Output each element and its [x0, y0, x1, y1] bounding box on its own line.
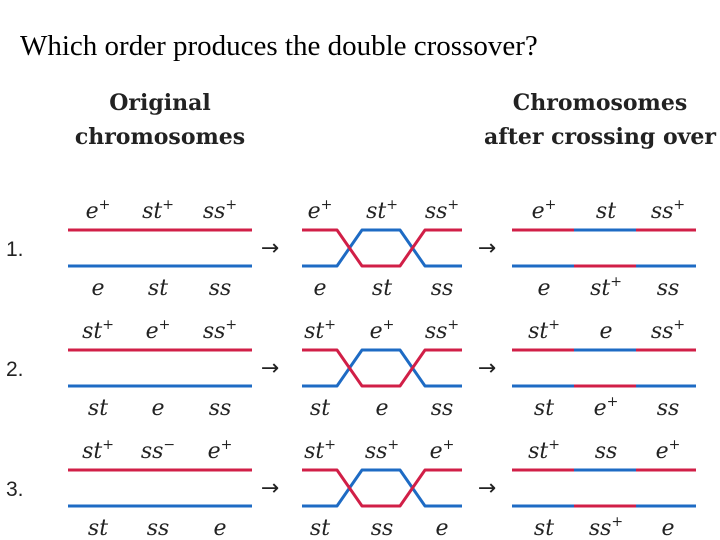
header-original-line2: chromosomes — [74, 124, 246, 150]
row-1-original-top-gene: e+ — [86, 197, 111, 224]
row-2-crossover-top-gene: st+ — [304, 317, 336, 344]
row-2-after-top-gene: st+ — [528, 317, 560, 344]
row-3-original-bottom-gene: st — [88, 516, 108, 540]
row-3-crossover-top-gene: e+ — [430, 437, 455, 464]
row-1-original-top-gene: ss+ — [203, 197, 237, 224]
row-3-after-bottom-gene: st — [534, 516, 554, 540]
row-1-original-bottom-gene: ss — [209, 276, 232, 301]
row-3-arrow-1: → — [261, 476, 279, 501]
row-2-number: 2. — [6, 358, 24, 381]
row-1-crossover-blue-strand — [302, 228, 462, 268]
row-3-original-top-gene: st+ — [82, 437, 114, 464]
row-1-original-bottom-gene: e — [91, 276, 104, 301]
row-3-crossover-red-strand — [302, 468, 462, 508]
row-3-crossover-bottom-gene: ss — [371, 516, 394, 540]
row-1-number: 1. — [6, 238, 24, 261]
header-original-line1: Original — [109, 90, 211, 116]
row-1-crossover-bottom-gene: st — [372, 276, 392, 301]
row-3-original-bottom-gene: ss — [147, 516, 170, 540]
row-3-crossover-top-gene: st+ — [304, 437, 336, 464]
row-1-arrow-2: → — [478, 236, 496, 261]
row-2-after-bottom-gene: ss — [657, 396, 680, 421]
row-1-crossover-bottom-gene: e — [313, 276, 326, 301]
row-3-crossover-bottom-gene: e — [435, 516, 448, 540]
row-3-after-top-gene: e+ — [656, 437, 681, 464]
row-1-after-bottom-gene: e — [537, 276, 550, 301]
row-2-crossover-blue-strand — [302, 348, 462, 388]
row-2-after-bottom-gene: st — [534, 396, 554, 421]
row-2-original-bottom-gene: st — [88, 396, 108, 421]
row-3-original-top-gene: e+ — [208, 437, 233, 464]
row-2-original-bottom-gene: ss — [209, 396, 232, 421]
row-1-crossover-bottom-gene: ss — [431, 276, 454, 301]
row-2-original-top-gene: e+ — [146, 317, 171, 344]
row-2-crossover-top-gene: e+ — [370, 317, 395, 344]
row-3-number: 3. — [6, 478, 24, 501]
row-3-after-top-gene: st+ — [528, 437, 560, 464]
row-2-after-bottom-gene: e+ — [594, 394, 619, 421]
row-1-after-top-gene: e+ — [532, 197, 557, 224]
row-3-arrow-2: → — [478, 476, 496, 501]
row-2-after-top-gene: ss+ — [651, 317, 685, 344]
row-1-after-bottom-gene: ss — [657, 276, 680, 301]
row-1-original-top-gene: st+ — [142, 197, 174, 224]
header-after-line2: after crossing over — [484, 124, 716, 150]
row-2-arrow-1: → — [261, 356, 279, 381]
row-3-original-bottom-gene: e — [213, 516, 226, 540]
row-2-crossover-bottom-gene: st — [310, 396, 330, 421]
question-text: Which order produces the double crossove… — [20, 30, 538, 62]
row-2-original-bottom-gene: e — [151, 396, 164, 421]
header-after-crossing-over: Chromosomes after crossing over — [480, 86, 720, 154]
row-1-after-bottom-gene: st+ — [590, 274, 622, 301]
row-3-crossover-top-gene: ss+ — [365, 437, 399, 464]
row-1-crossover-top-gene: e+ — [308, 197, 333, 224]
row-2-original-top-gene: ss+ — [203, 317, 237, 344]
row-2-crossover-bottom-gene: ss — [431, 396, 454, 421]
row-2-arrow-2: → — [478, 356, 496, 381]
header-original-chromosomes: Original chromosomes — [60, 86, 260, 154]
row-3-after-top-gene: ss — [595, 439, 618, 464]
row-2-after-top-gene: e — [599, 319, 612, 344]
row-1-original-bottom-gene: st — [148, 276, 168, 301]
row-3-crossover-blue-strand — [302, 468, 462, 508]
row-2-original-top-gene: st+ — [82, 317, 114, 344]
row-1-crossover-top-gene: ss+ — [425, 197, 459, 224]
row-2-crossover-red-strand — [302, 348, 462, 388]
row-3-after-bottom-gene: e — [661, 516, 674, 540]
row-1-crossover-red-strand — [302, 228, 462, 268]
row-2-crossover-bottom-gene: e — [375, 396, 388, 421]
row-2-crossover-top-gene: ss+ — [425, 317, 459, 344]
row-1-after-top-gene: ss+ — [651, 197, 685, 224]
row-3-crossover-bottom-gene: st — [310, 516, 330, 540]
row-3-original-top-gene: ss− — [141, 437, 175, 464]
row-1-after-top-gene: st — [596, 199, 616, 224]
row-1-crossover-top-gene: st+ — [366, 197, 398, 224]
row-1-arrow-1: → — [261, 236, 279, 261]
row-3-after-bottom-gene: ss+ — [589, 514, 623, 540]
header-after-line1: Chromosomes — [512, 90, 688, 116]
